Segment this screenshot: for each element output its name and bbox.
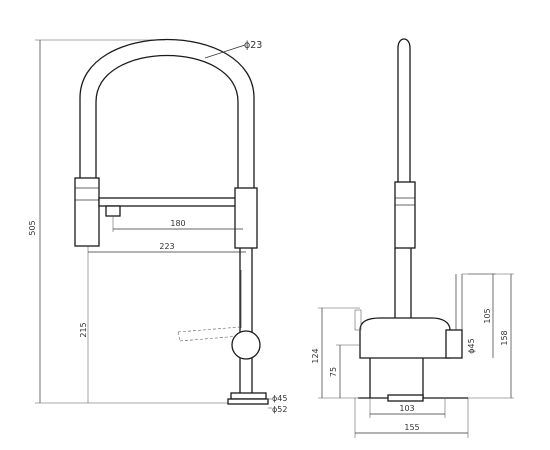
label-height-124: 124 [311, 348, 320, 363]
dim-base-diameters: ϕ45 ϕ52 [266, 394, 287, 414]
lever-handle [177, 326, 261, 360]
side-body-block [354, 309, 451, 359]
label-height-158: 158 [500, 330, 509, 345]
dim-body-diameter: ϕ45 [467, 338, 476, 353]
label-spray-reach: 180 [170, 219, 185, 228]
dim-body-height: 215 [79, 322, 88, 337]
label-base-diameter-outer: ϕ52 [272, 405, 287, 414]
side-handle [445, 274, 463, 359]
label-total-height: 505 [28, 220, 37, 235]
faucet-base [227, 392, 269, 405]
hose-holder [234, 187, 258, 249]
side-view: 124 75 105 158 ϕ45 1 [311, 38, 514, 438]
label-hose-diameter: ϕ23 [244, 40, 262, 51]
label-height-105: 105 [483, 308, 492, 323]
spout-arm [98, 197, 246, 217]
faucet-body [239, 248, 253, 395]
dim-spray-reach: 180 [112, 216, 243, 232]
label-body-diameter: ϕ45 [467, 338, 476, 353]
dim-height-124: 124 [311, 307, 360, 399]
side-spray-head [394, 181, 416, 249]
dim-spout-reach: 223 [87, 242, 246, 403]
label-base-diameter-inner: ϕ45 [272, 394, 287, 403]
side-legs [358, 358, 468, 402]
label-height-75: 75 [329, 367, 338, 377]
side-neck [394, 248, 412, 318]
dim-total-height: 505 [28, 39, 228, 404]
front-view: 505 ϕ23 180 [28, 39, 287, 414]
side-hose [397, 38, 411, 183]
spray-head [74, 177, 100, 247]
label-width-155: 155 [404, 423, 419, 432]
dim-height-75: 75 [329, 344, 360, 398]
dim-height-158: 158 [468, 273, 514, 399]
label-width-103: 103 [399, 404, 414, 413]
dim-width-155: 155 [354, 398, 469, 438]
arched-hose [79, 39, 255, 190]
dim-hose-diameter: ϕ23 [204, 40, 262, 59]
dim-width-103: 103 [369, 398, 446, 418]
label-body-height: 215 [79, 322, 88, 337]
label-spout-reach: 223 [159, 242, 174, 251]
